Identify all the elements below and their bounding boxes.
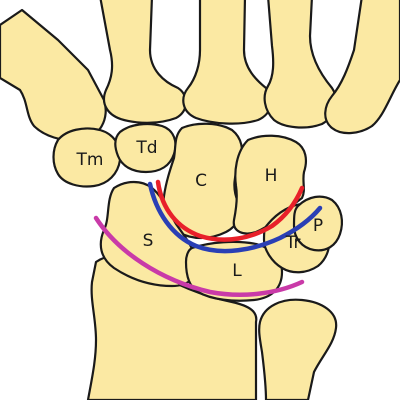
label-triquetrum: Tr (285, 233, 301, 253)
arc-lines (93, 179, 323, 298)
forearm-bones (86, 255, 338, 400)
bone-pisiform (292, 195, 343, 252)
label-trapezoid: Td (135, 138, 157, 158)
metacarpal-ring (263, 0, 338, 129)
bone-trapezoid (114, 122, 177, 174)
bone-labels: Tm Td C H S L Tr P (76, 138, 324, 281)
bone-trapezium (52, 127, 122, 188)
label-hamate: H (265, 166, 278, 186)
metacarpal-little (324, 0, 400, 135)
label-trapezium: Tm (76, 150, 104, 170)
bone-capitate (162, 122, 243, 240)
blue-arc (147, 181, 323, 254)
metacarpals (0, 0, 400, 142)
metacarpal-thumb (0, 8, 107, 142)
metacarpal-middle (182, 0, 273, 125)
metacarpal-index (99, 0, 188, 124)
ulna (258, 298, 338, 400)
red-arc (155, 179, 305, 242)
label-scaphoid: S (143, 231, 154, 251)
label-capitate: C (195, 171, 207, 191)
magenta-arc (93, 215, 305, 298)
label-pisiform: P (313, 216, 323, 236)
bone-lunate (184, 240, 284, 302)
label-lunate: L (232, 261, 242, 281)
distal-carpal-row (52, 122, 307, 240)
